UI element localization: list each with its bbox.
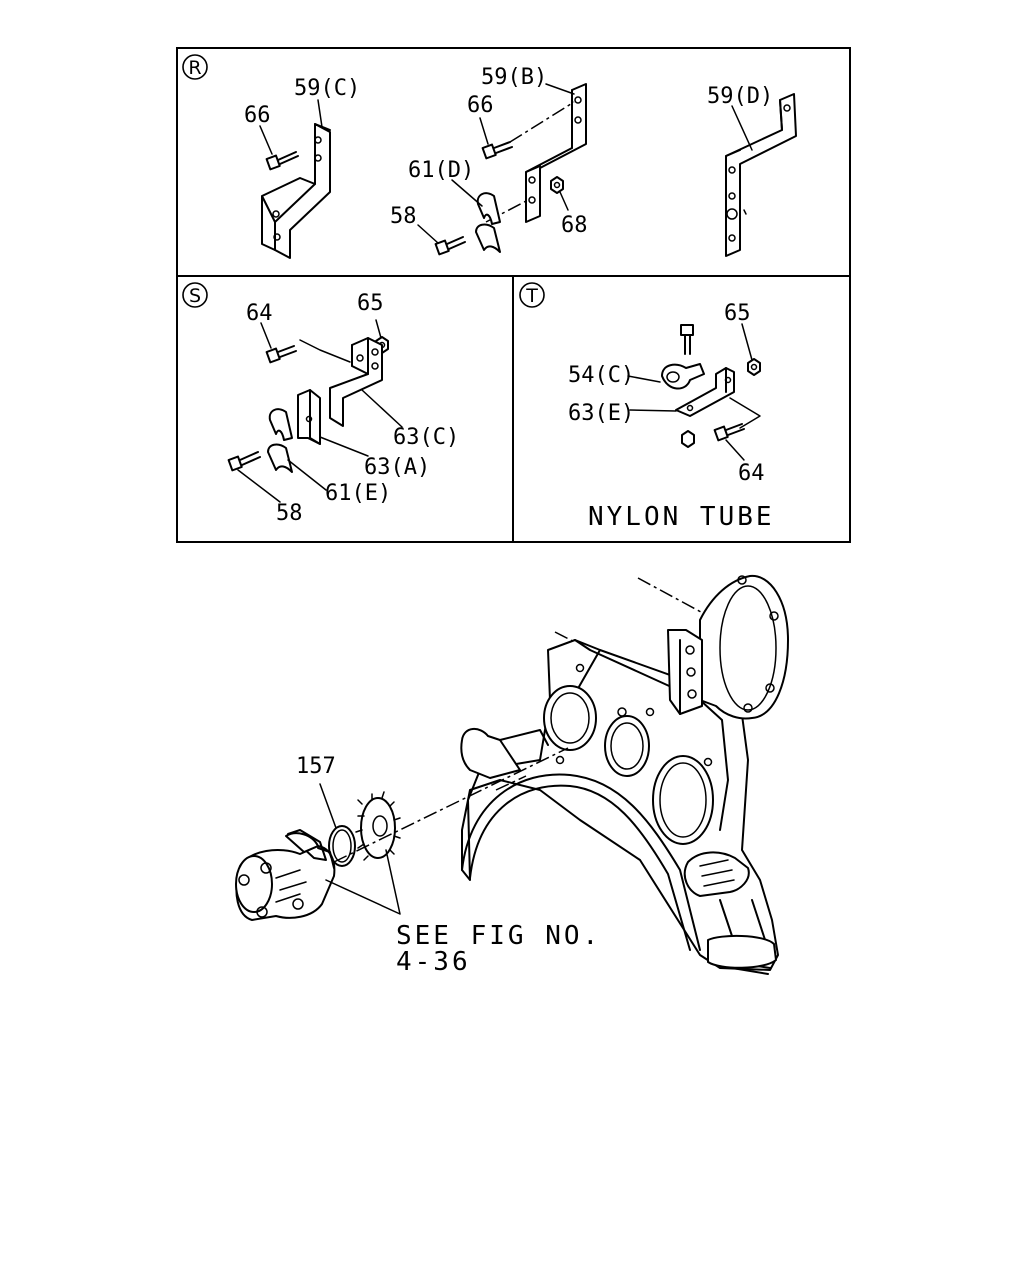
detail-frame — [176, 47, 851, 543]
bolt-64-t — [713, 423, 745, 461]
nut-68 — [550, 176, 569, 211]
bracket-63e — [629, 367, 761, 429]
bolt-58-s — [227, 451, 281, 503]
label-59d: 59(D) — [707, 84, 773, 109]
bell-cover — [699, 574, 789, 720]
label-54c: 54(C) — [568, 363, 634, 388]
bracket-on-housing — [667, 629, 703, 715]
bracket-59c — [261, 99, 331, 259]
bolt-64-s — [260, 322, 351, 364]
label-59b: 59(B) — [481, 65, 547, 90]
label-65-t: 65 — [724, 301, 751, 326]
label-68: 68 — [561, 213, 588, 238]
plate-63a — [297, 389, 369, 457]
nut-65-t — [741, 323, 761, 376]
alignment-line-2 — [495, 775, 527, 791]
label-66-mid: 66 — [467, 93, 494, 118]
nut-small-t — [681, 430, 695, 448]
housing-bores — [543, 663, 714, 845]
bolt-vertical-t — [680, 324, 694, 355]
section-r: R 59(C) 66 — [182, 54, 797, 259]
label-64-t: 64 — [738, 461, 765, 486]
section-r-marker: R — [182, 54, 208, 80]
alignment-line — [333, 747, 569, 863]
o-ring-157 — [319, 783, 356, 867]
svg-text:R: R — [188, 57, 201, 79]
section-t-marker: T — [519, 282, 545, 308]
label-61e: 61(E) — [325, 481, 391, 506]
svg-text:S: S — [189, 285, 201, 307]
pump-assembly — [235, 829, 336, 921]
label-63e: 63(E) — [568, 401, 634, 426]
bracket-59b — [485, 83, 587, 223]
label-64-s: 64 — [246, 301, 273, 326]
section-s: S — [182, 282, 459, 526]
label-63c: 63(C) — [393, 425, 459, 450]
clamp-54c — [627, 363, 705, 390]
drive-gear — [355, 791, 401, 861]
bracket-59d — [725, 93, 797, 257]
clamp-61e — [267, 408, 327, 491]
label-63a: 63(A) — [364, 455, 430, 480]
label-66-left: 66 — [244, 103, 271, 128]
bolt-66-left — [259, 125, 299, 171]
bolt-66-mid — [479, 117, 513, 160]
bracket-63c — [329, 337, 403, 428]
see-fig-leader — [325, 849, 401, 915]
see-fig-line1: SEE FIG NO. — [396, 921, 601, 951]
section-t: T — [519, 282, 775, 532]
nylon-tube-caption: NYLON TUBE — [588, 502, 775, 532]
label-58-r: 58 — [390, 204, 417, 229]
label-157: 157 — [296, 754, 336, 779]
clamp-61d — [451, 179, 501, 253]
label-61d: 61(D) — [408, 158, 474, 183]
label-59c: 59(C) — [294, 76, 360, 101]
label-58-s: 58 — [276, 501, 303, 526]
label-65-s: 65 — [357, 291, 384, 316]
section-s-marker: S — [182, 282, 208, 308]
see-fig-line2: 4-36 — [396, 947, 471, 977]
svg-text:T: T — [525, 285, 538, 307]
bolt-58-r — [417, 224, 466, 256]
flywheel-housing — [460, 577, 779, 975]
